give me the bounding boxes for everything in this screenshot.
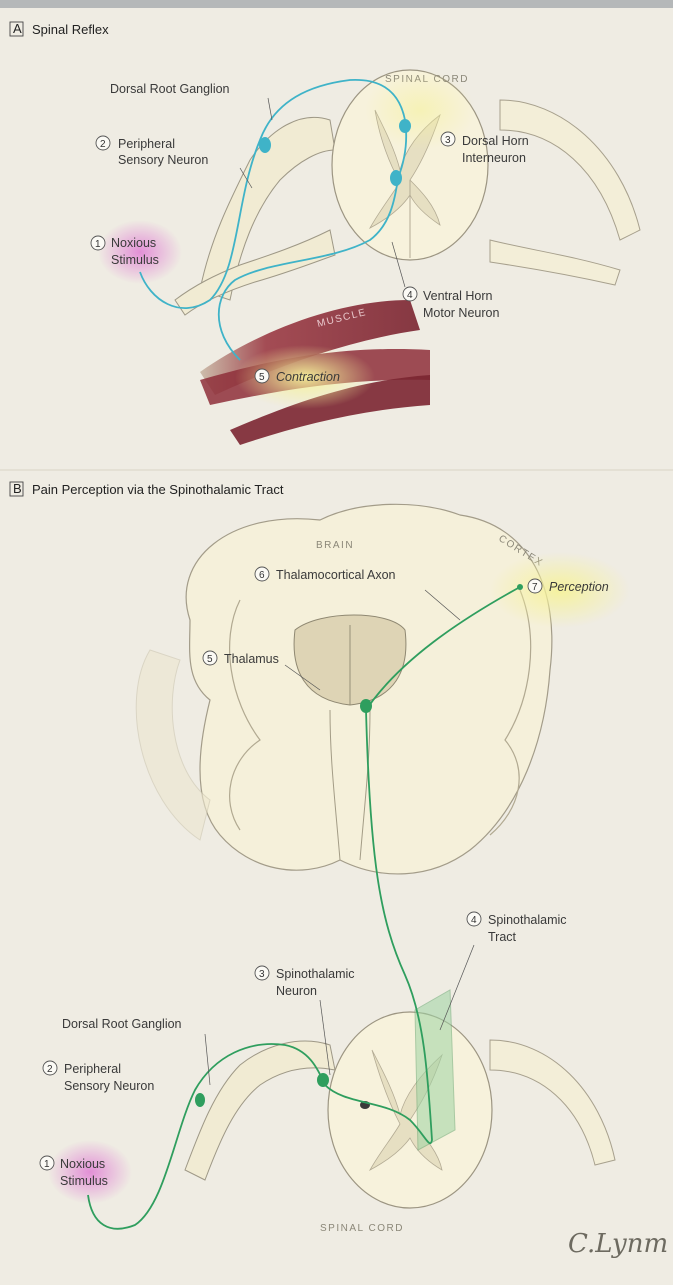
brain-label: BRAIN [316,540,354,551]
thalamocortical-label: Thalamocortical Axon [276,568,396,582]
peripheral-label-a-1: Peripheral [118,137,175,151]
contraction-label: Contraction [276,370,340,384]
ventral-label-2: Motor Neuron [423,306,499,320]
num-2-b: 2 [47,1064,53,1075]
num-3-b: 3 [259,969,265,980]
num-1-b: 1 [44,1159,50,1170]
spinal-cord-label-b: SPINAL CORD [320,1223,404,1234]
stn-label-2: Neuron [276,984,317,998]
num-4-a: 4 [407,290,413,301]
top-border [0,0,673,8]
thalamus-neuron-cell [360,699,372,713]
dorsal-horn-label-2: Interneuron [462,151,526,165]
spinothalamic-neuron-cell [317,1073,329,1087]
num-5-a: 5 [259,372,265,383]
noxious-label-a-1: Noxious [111,236,156,250]
noxious-glow-b [48,1140,132,1204]
num-5-b: 5 [207,654,213,665]
artist-signature: C.Lynm [568,1229,668,1259]
panel-a-title: Spinal Reflex [32,22,109,37]
thalamus-label: Thalamus [224,652,279,666]
tract-label-1: Spinothalamic [488,913,567,927]
num-1-a: 1 [95,239,101,250]
drg-label-a: Dorsal Root Ganglion [110,82,230,96]
panel-a-letter: A [13,21,22,36]
num-3-a: 3 [445,135,451,146]
spinothalamic-tract-band [415,990,455,1150]
dorsal-horn-glow [365,70,475,150]
tract-label-2: Tract [488,930,517,944]
noxious-label-a-2: Stimulus [111,253,159,267]
panel-b-title: Pain Perception via the Spinothalamic Tr… [32,482,284,497]
dorsal-horn-label-1: Dorsal Horn [462,134,529,148]
dorsal-root-ganglion-cell-b [195,1093,205,1107]
num-6-b: 6 [259,570,265,581]
ventral-label-1: Ventral Horn [423,289,493,303]
interneuron-cell [399,119,411,133]
peripheral-label-b-1: Peripheral [64,1062,121,1076]
noxious-label-b-1: Noxious [60,1157,105,1171]
stn-label-1: Spinothalamic [276,967,355,981]
dorsal-root-ganglion-cell-a [259,137,271,153]
peripheral-label-b-2: Sensory Neuron [64,1079,154,1093]
peripheral-label-a-2: Sensory Neuron [118,153,208,167]
num-4-b: 4 [471,915,477,926]
drg-label-b: Dorsal Root Ganglion [62,1017,182,1031]
panel-b-letter: B [13,481,22,496]
motor-neuron-cell [390,170,402,186]
perception-label: Perception [549,580,609,594]
noxious-label-b-2: Stimulus [60,1174,108,1188]
cortex-terminal [517,584,523,590]
num-7-b: 7 [532,582,538,593]
num-2-a: 2 [100,139,106,150]
